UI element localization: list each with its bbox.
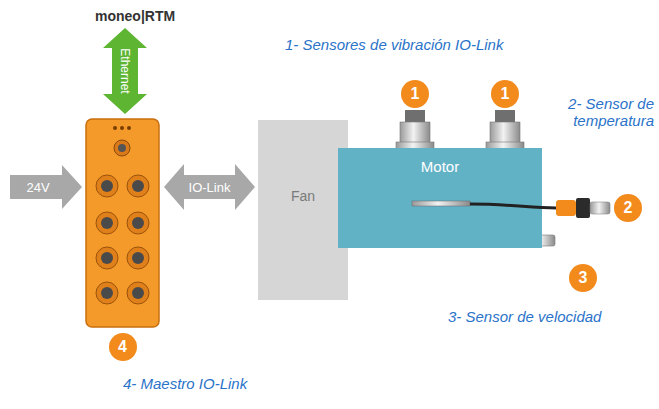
port <box>96 247 118 269</box>
io-link-master: 4 <box>85 118 160 328</box>
port <box>127 212 149 234</box>
caption-text: 3- Sensor de velocidad <box>448 308 601 325</box>
io-link-arrow <box>164 164 255 210</box>
port <box>96 212 118 234</box>
box-label: Motor <box>338 158 542 175</box>
housing <box>86 119 159 327</box>
software-name: moneo|RTM <box>95 8 175 24</box>
port <box>96 282 118 304</box>
port-pin <box>132 287 144 299</box>
ethernet-arrow <box>103 28 147 114</box>
port-pin <box>101 180 113 192</box>
callout-number: 3 <box>569 264 597 292</box>
callout-number: 4 <box>109 333 137 361</box>
port <box>127 247 149 269</box>
sensor-connector <box>590 202 610 214</box>
port-pin <box>101 217 113 229</box>
caption-text: 4- Maestro IO-Link <box>123 375 247 392</box>
led <box>113 126 117 130</box>
vibration-sensor <box>396 110 434 150</box>
port <box>96 175 118 197</box>
caption-text: 2- Sensor de temperatura <box>546 95 654 129</box>
callout-number: 1 <box>491 80 519 108</box>
port <box>127 175 149 197</box>
port-pin <box>118 144 126 152</box>
edge-label: IO-Link <box>189 180 231 195</box>
arrow-label: 24V <box>26 180 49 195</box>
port-pin <box>132 217 144 229</box>
callout-number: 1 <box>401 80 429 108</box>
motor-box: Motor <box>338 148 542 248</box>
led <box>120 126 124 130</box>
port-pin <box>132 252 144 264</box>
port-pin <box>101 287 113 299</box>
master-housing <box>85 118 160 328</box>
sensor-connector <box>556 200 576 216</box>
port <box>114 140 130 156</box>
callout-number: 2 <box>614 194 642 222</box>
box-label: Fan <box>258 188 348 204</box>
led <box>127 126 131 130</box>
power-arrow <box>10 165 82 209</box>
port-pin <box>132 180 144 192</box>
port <box>127 282 149 304</box>
vibration-sensor <box>486 110 524 150</box>
fan-box: Fan <box>258 120 348 300</box>
port-pin <box>101 252 113 264</box>
caption-text: 1- Sensores de vibración IO-Link <box>285 36 503 53</box>
arrow-label: Ethernet <box>118 48 132 93</box>
sensor-connector <box>576 198 590 218</box>
